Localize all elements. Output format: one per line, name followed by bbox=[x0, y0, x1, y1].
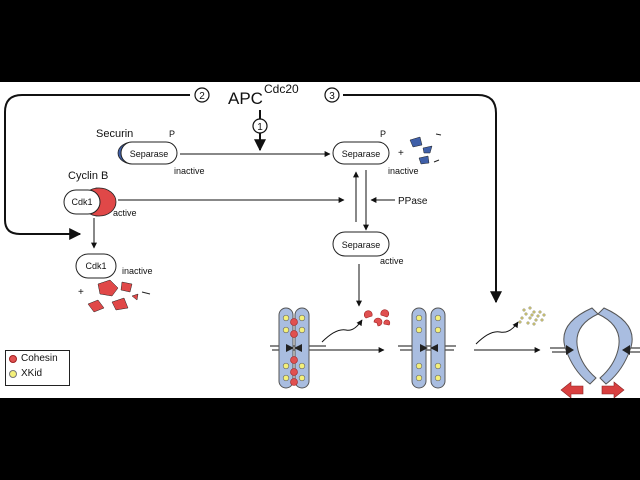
step-2-label: 2 bbox=[199, 91, 205, 102]
separase-active-shape bbox=[332, 231, 390, 257]
legend-item-xkid: XKid bbox=[6, 366, 69, 381]
cohesin-cleavage-diagram: APC Cdc20 2 3 1 Securin P Separase inact… bbox=[4, 82, 640, 398]
chromatids-separated bbox=[550, 307, 640, 385]
chromosome-cohesed bbox=[270, 307, 326, 389]
step-3-label: 3 bbox=[329, 91, 335, 102]
separase-label-2: Separase bbox=[342, 149, 381, 159]
xkid-dot-icon bbox=[9, 369, 17, 378]
inactive-label-cdk1: inactive bbox=[122, 266, 153, 276]
step-1-label: 1 bbox=[257, 122, 263, 133]
separase-inactive-free-shape bbox=[332, 141, 390, 165]
step-1-badge: 1 bbox=[252, 118, 268, 134]
apc-label: APC bbox=[228, 89, 263, 108]
cdk1-label-active: Cdk1 bbox=[71, 197, 92, 207]
plus-sign-cyclin: + bbox=[78, 287, 84, 298]
inactive-label-2: inactive bbox=[388, 166, 419, 176]
apc-superscript: Cdc20 bbox=[264, 82, 299, 96]
active-label-cdk1: active bbox=[113, 208, 137, 218]
cohesin-dot-icon bbox=[9, 354, 17, 363]
securin-label: Securin bbox=[96, 128, 133, 140]
cdk1-inactive-shape bbox=[75, 253, 117, 279]
separase-phospho-mark: P bbox=[380, 129, 386, 139]
chromosome-released bbox=[398, 307, 456, 389]
cohesin-fragments bbox=[363, 309, 391, 327]
inactive-label-1: inactive bbox=[174, 166, 205, 176]
securin-phospho-mark: P bbox=[169, 129, 175, 139]
cdk1-label-inactive: Cdk1 bbox=[85, 261, 106, 271]
plus-sign-securin: + bbox=[398, 148, 404, 159]
legend-item-cohesin: Cohesin bbox=[6, 351, 69, 366]
arrow-left-red bbox=[560, 381, 584, 398]
active-label-separase: active bbox=[380, 256, 404, 266]
arrow-apc-to-cdk1 bbox=[4, 94, 190, 240]
cyclin-b-label: Cyclin B bbox=[68, 170, 108, 182]
xkid-fragments bbox=[518, 306, 546, 326]
diagram-canvas: APC Cdc20 2 3 1 Securin P Separase inact… bbox=[0, 82, 640, 398]
legend-cohesin-label: Cohesin bbox=[21, 353, 58, 364]
step-2-badge: 2 bbox=[194, 87, 210, 103]
cdk1-active-shape bbox=[63, 189, 101, 215]
step-3-badge: 3 bbox=[324, 87, 340, 103]
separase-inactive-shape bbox=[120, 141, 178, 165]
cyclin-fragments bbox=[87, 279, 151, 313]
legend-xkid-label: XKid bbox=[21, 368, 43, 379]
arrow-right-red bbox=[601, 381, 625, 398]
separase-label-1: Separase bbox=[130, 149, 169, 159]
arrow-apc-to-separation bbox=[343, 94, 502, 304]
ppase-label: PPase bbox=[398, 196, 428, 207]
separase-label-3: Separase bbox=[342, 240, 381, 250]
securin-fragments bbox=[409, 133, 442, 165]
poleward-arrows bbox=[560, 381, 625, 398]
legend-box: Cohesin XKid bbox=[5, 350, 70, 386]
